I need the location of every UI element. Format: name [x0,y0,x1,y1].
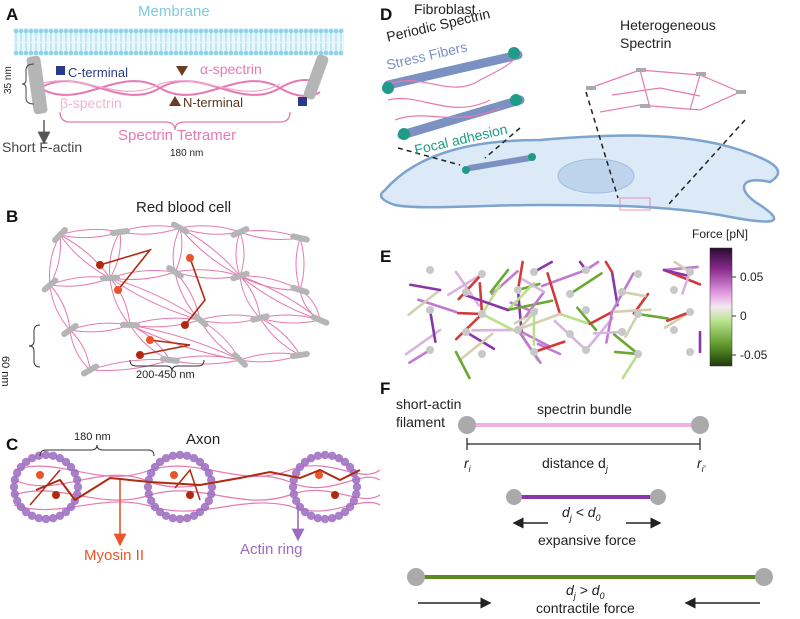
tick-label-3: -0.05 [740,348,768,362]
rbc-network [41,221,330,377]
tick-label-2: 0 [740,309,747,323]
force-network [404,260,702,380]
actin-ring-label: Actin ring [240,541,303,558]
rbc-title: Red blood cell [136,199,232,216]
dim-180-label-c: 180 nm [74,431,111,443]
panel-a-actin-left [26,55,51,145]
panel-a-spectrin-strands [39,79,321,97]
heterogeneous-label-2: Spectrin [620,35,672,51]
zoom-line-2 [484,127,521,159]
short-actin-label-2: filament [396,414,446,430]
expansive-node-right [650,489,666,505]
cond-expansive: dj < d0 [562,504,601,523]
short-factin-label: Short F-actin [2,139,83,155]
dim-180-bracket-c [39,444,155,457]
dim-35-label: 35 nm [3,66,14,94]
periodic-spectrin-zoom [382,47,536,174]
actin-node-left [458,416,476,434]
c-terminal-square-right [298,97,307,106]
force-colorbar [709,247,733,367]
n-terminal-label: N-terminal [183,95,243,110]
contractile-node-left [407,568,425,586]
dim-60-bracket [28,324,41,368]
distance-label: distance dj [542,455,608,474]
dim-180-label-a: 180 nm [170,148,204,159]
spectrin-bundle-label: spectrin bundle [537,401,632,417]
tetramer-bracket [59,111,291,131]
cell-nucleus [557,158,635,194]
zoom-line-4 [667,119,746,206]
actin-rings [9,450,362,524]
beta-spectrin-label: β-spectrin [60,95,122,111]
contractile-node-right [755,568,773,586]
zoom-line-1 [397,147,461,166]
short-actin-label-1: short-actin [396,396,462,412]
panel-f-letter: F [380,379,391,398]
n-terminal-triangle-down [176,66,188,76]
dim-range-label: 200-450 nm [136,369,195,381]
actin-node-right [691,416,709,434]
heterogeneous-label-1: Heterogeneous [620,17,716,33]
axon-title: Axon [186,431,221,448]
panel-a-letter: A [6,5,19,24]
fibroblast-label: Fibroblast [414,1,476,17]
contractile-label: contractile force [536,600,635,616]
dim-range-bracket [129,359,205,372]
heterogeneous-spectrin-zoom [586,68,746,211]
n-terminal-triangle-up [169,96,181,106]
myosin-label: Myosin II [84,547,145,564]
rip-label: ri' [697,455,706,474]
force-title: Force [pN] [692,227,749,241]
panel-a-membrane [13,28,344,56]
panel-b-letter: B [6,207,19,226]
cond-contractile: dj > d0 [566,582,605,601]
panel-d-letter: D [380,5,393,24]
c-terminal-label: C-terminal [68,65,128,80]
ri-label: ri [464,455,471,474]
dim-60-label: 60 nm [0,356,11,387]
panel-c-letter: C [6,435,19,454]
expansive-label: expansive force [538,532,637,548]
myosin-filaments [29,468,361,506]
zoom-line-3 [585,91,619,199]
spectrin-tetramer-label: Spectrin Tetramer [118,127,237,144]
dim-35-bracket [21,63,35,105]
expansive-node-left [506,489,522,505]
panel-a-actin-right [303,54,329,100]
c-terminal-square [56,66,65,75]
membrane-label: Membrane [138,3,210,20]
panel-e-letter: E [380,247,392,266]
tick-label-1: 0.05 [740,270,764,284]
alpha-spectrin-label: α-spectrin [200,61,262,77]
